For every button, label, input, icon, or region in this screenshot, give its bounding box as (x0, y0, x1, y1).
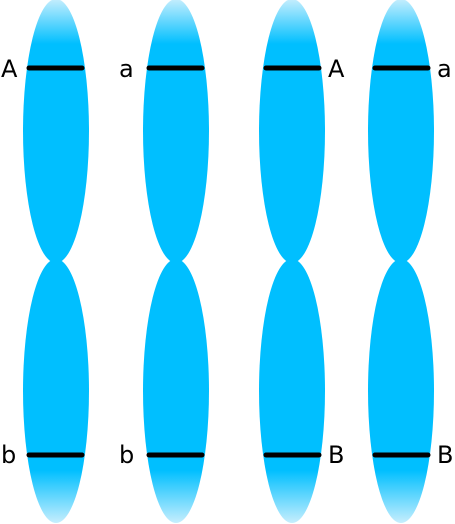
chromosome-3-top-allele: A (328, 55, 345, 83)
chromosome-4-top-allele: a (437, 55, 452, 83)
chromosome-3-upper-arm (259, 0, 325, 263)
chromosome-4-lower-arm (368, 259, 434, 523)
chromosome-2: a b (119, 0, 209, 523)
chromosome-2-lower-arm (143, 259, 209, 523)
chromosome-2-upper-arm (143, 0, 209, 263)
chromosome-2-top-allele: a (119, 55, 134, 83)
chromosome-4-upper-arm (368, 0, 434, 263)
chromosome-3: A B (259, 0, 345, 523)
chromosome-1: A b (1, 0, 89, 523)
chromosome-4-bottom-allele: B (437, 441, 453, 469)
chromosome-1-lower-arm (23, 259, 89, 523)
chromosome-2-bottom-allele: b (119, 441, 134, 469)
chromosome-1-upper-arm (23, 0, 89, 263)
chromosome-4: a B (368, 0, 453, 523)
chromosome-1-top-allele: A (1, 55, 18, 83)
chromosome-3-bottom-allele: B (328, 441, 344, 469)
chromosome-3-lower-arm (259, 259, 325, 523)
chromosome-1-bottom-allele: b (1, 441, 16, 469)
